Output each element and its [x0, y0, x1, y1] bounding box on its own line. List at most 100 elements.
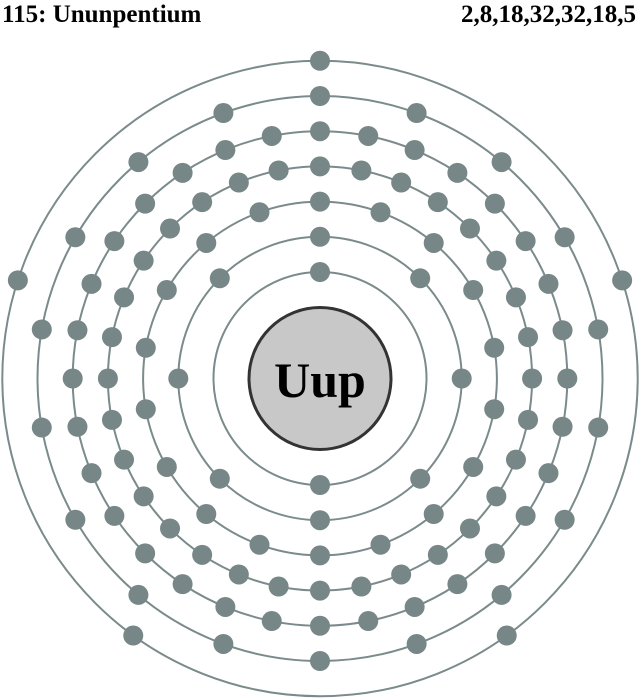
electron: [104, 231, 125, 252]
electron: [358, 611, 379, 632]
electron: [67, 416, 88, 437]
electron: [310, 156, 330, 177]
electron: [358, 125, 379, 146]
electron: [491, 152, 512, 173]
electron: [192, 544, 213, 565]
electron: [391, 172, 412, 193]
electron: [463, 280, 484, 301]
element-title: 115: Ununpentium: [2, 1, 202, 28]
electron: [135, 193, 156, 214]
electron: [133, 486, 154, 507]
electron: [515, 505, 536, 526]
electron: [172, 162, 193, 183]
electron: [135, 399, 156, 420]
electron: [135, 543, 156, 564]
electron: [156, 456, 177, 477]
electron: [538, 273, 559, 294]
electron: [423, 504, 444, 525]
electron: [209, 468, 230, 489]
electron: [168, 368, 189, 389]
electron: [213, 103, 234, 124]
electron: [213, 633, 234, 654]
electron: [427, 544, 448, 565]
electron: [196, 232, 217, 253]
electron: [406, 103, 427, 124]
electron: [404, 596, 425, 617]
electron: [370, 202, 391, 223]
electron: [410, 468, 431, 489]
electron: [215, 596, 236, 617]
electron: [310, 651, 330, 671]
electron: [518, 409, 539, 430]
electron: [310, 580, 330, 601]
electron: [310, 545, 330, 566]
electron: [404, 140, 425, 161]
electron: [128, 584, 149, 605]
electron: [552, 416, 573, 437]
electron: [310, 615, 330, 636]
electron: [310, 86, 330, 106]
nucleus: [247, 306, 393, 451]
electron: [215, 140, 236, 161]
electron: [135, 337, 156, 358]
electron: [310, 121, 330, 142]
electron: [249, 534, 270, 555]
electron: [515, 231, 536, 252]
electron: [261, 125, 282, 146]
electron: [7, 270, 28, 291]
electron: [538, 463, 559, 484]
electron: [518, 327, 539, 348]
electron: [310, 510, 330, 531]
electron: [486, 250, 507, 271]
electron: [410, 268, 431, 289]
electron: [554, 509, 575, 530]
electron: [491, 584, 512, 605]
electron: [451, 368, 472, 389]
electron: [268, 160, 289, 181]
electron: [406, 633, 427, 654]
electron: [351, 576, 372, 597]
electron: [588, 417, 609, 438]
electron: [423, 232, 444, 253]
electron: [552, 320, 573, 341]
electron: [486, 486, 507, 507]
electron: [209, 268, 230, 289]
electron: [31, 417, 52, 438]
electron: [81, 273, 102, 294]
electron: [496, 625, 517, 646]
electron: [612, 270, 633, 291]
electron: [522, 368, 543, 389]
electron: [160, 218, 181, 239]
electron: [67, 320, 88, 341]
electron: [268, 576, 289, 597]
electron: [447, 574, 468, 595]
electron: [192, 192, 213, 213]
electron: [554, 227, 575, 248]
electron: [310, 262, 330, 282]
electron: [114, 287, 135, 308]
electron: [62, 368, 83, 389]
electron: [196, 504, 217, 525]
electron: [310, 475, 330, 495]
electron: [156, 280, 177, 301]
electron: [31, 319, 52, 340]
electron: [114, 449, 135, 470]
electron: [97, 368, 118, 389]
electron: [505, 449, 526, 470]
electron-configuration: 2,8,18,32,32,18,5: [461, 1, 636, 28]
electron: [310, 50, 330, 71]
electron: [459, 218, 480, 239]
element-symbol: Uup: [274, 352, 366, 408]
electron: [484, 543, 505, 564]
electron: [160, 518, 181, 539]
electron: [557, 368, 578, 389]
electron: [391, 564, 412, 585]
electron: [588, 319, 609, 340]
electron: [101, 327, 122, 348]
electron: [484, 399, 505, 420]
electron: [370, 534, 391, 555]
electron: [463, 456, 484, 477]
electron: [228, 172, 249, 193]
electron: [249, 202, 270, 223]
